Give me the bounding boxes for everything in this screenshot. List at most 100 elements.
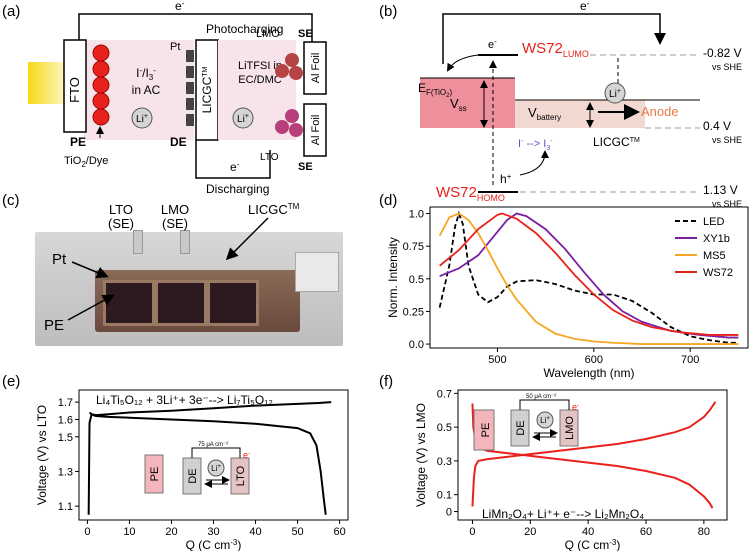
x-axis-title: Wavelength (nm) [544, 366, 635, 380]
lmo-text-f: LMO [564, 416, 576, 440]
y-tick-label: 1.3 [58, 466, 73, 478]
y-tick-label: 0.75 [403, 241, 424, 253]
panel-d-label: (d) [379, 192, 397, 209]
lmo-label-c: LMO [161, 202, 189, 217]
panel-b: (b) e- e- WS72LUMO WS72HOMO EF(TiO2) Vss… [379, 0, 742, 209]
legend-label-ms5: MS5 [703, 250, 726, 262]
salt-label-2: EC/DMC [238, 74, 281, 86]
vbattery-label: Vbattery [528, 105, 561, 122]
lto-tab [133, 230, 143, 254]
device-photo [35, 230, 343, 346]
fermi-label: EF(TiO2) [418, 81, 453, 99]
y-axis-title: Voltage (V) vs LTO [35, 405, 49, 505]
x-tick-label: 600 [585, 354, 603, 366]
anode-label: Anode [641, 104, 679, 119]
de-text-f: DE [515, 420, 527, 435]
series-line-ws72 [439, 212, 739, 336]
x-tick-label: 20 [524, 526, 536, 538]
x-axis-title: Q (C cm-3) [186, 538, 242, 551]
dye-particles [92, 44, 110, 126]
panel-f-annotations: PE DE LMO Li+ 50 μA cm⁻² e- LiMn₂O₄+ Li⁺… [473, 394, 644, 521]
current-e: 75 μA cm⁻² [198, 442, 228, 448]
se-label-2: SE [298, 161, 313, 173]
redox-label: I- --> I3- [518, 138, 553, 152]
series-line-ms5 [438, 212, 739, 345]
electron-e: e- [243, 450, 250, 460]
panel-c-label: (c) [2, 192, 20, 209]
y-tick-label: 1.7 [58, 397, 73, 409]
photo-cell-2 [155, 280, 207, 326]
panel-e-label: (e) [2, 373, 20, 390]
pe-text-f: PE [480, 423, 492, 438]
de-text-e: DE [187, 468, 199, 483]
x-tick-label: 20 [165, 526, 177, 538]
lto-se-label: (SE) [108, 216, 134, 231]
pt-contacts [186, 50, 194, 126]
salt-label-1: LiTFSI in [238, 60, 282, 72]
licgc-label-b: LICGCTM [593, 135, 640, 149]
level-homo: 1.13 V [703, 183, 738, 197]
al-foil-label-1: Al Foil [310, 53, 322, 84]
vss-label: Vss [450, 96, 467, 113]
electron-f: e- [572, 402, 579, 412]
al-foil-2 [303, 103, 327, 157]
li-ion-f: Li+ [540, 416, 550, 425]
series-line-xy1b [439, 212, 739, 339]
y-tick-label: 0.7 [437, 388, 452, 400]
lto-label-c: LTO [109, 202, 133, 217]
lmo-particles [275, 53, 303, 80]
x-tick-label: 40 [582, 526, 594, 538]
x-tick-label: 0 [469, 526, 475, 538]
photocharge-wire [78, 13, 313, 42]
lmo-tab [180, 230, 190, 254]
pe-text-e: PE [149, 467, 161, 482]
electron-mid-b: e- [488, 37, 497, 51]
electrolyte-label-2: in AC [132, 83, 161, 97]
y-axis-title: Voltage (V) vs LMO [414, 403, 428, 507]
x-tick-label: 60 [333, 526, 345, 538]
battery-band [515, 100, 645, 128]
licgc-label-a: LICGCTM [200, 66, 214, 113]
lto-particles [275, 109, 303, 137]
lmo-label-a: LMO [256, 28, 280, 40]
lto-text-e: LTO [235, 465, 247, 486]
li-ion-e: Li+ [211, 464, 221, 473]
plot-frame [457, 389, 728, 521]
y-tick-label: 0.0 [409, 339, 424, 351]
x-tick-label: 10 [123, 526, 135, 538]
pt-label-c: Pt [52, 251, 67, 268]
fto-label: FTO [67, 77, 82, 103]
discharging-label: Discharging [206, 182, 269, 196]
li-ion-b: Li+ [609, 88, 621, 100]
legend-label-ws72: WS72 [703, 267, 733, 279]
x-tick-label: 0 [84, 526, 90, 538]
licgc-label-c: LICGCTM [248, 202, 300, 217]
discharge-wire [195, 140, 271, 179]
light-source [28, 62, 66, 104]
x-tick-label: 30 [207, 526, 219, 538]
level-lumo: -0.82 V [703, 46, 742, 60]
panel-b-label: (b) [379, 3, 397, 20]
x-axis-title: Q (C cm-3) [565, 538, 621, 551]
se-label-1: SE [298, 28, 313, 40]
vss-band [420, 78, 515, 128]
y-tick-label: 1.6 [58, 414, 73, 426]
x-tick-label: 40 [249, 526, 261, 538]
vs-she-3: vs SHE [712, 199, 742, 209]
x-tick-label: 80 [698, 526, 710, 538]
current-f: 50 μA cm⁻² [526, 394, 556, 400]
panel-a: (a) FTO PE TiO2/Dye I-/I3- in AC Li+ Pt … [2, 0, 327, 196]
y-tick-label: 0.3 [437, 456, 452, 468]
pe-label-c: PE [44, 317, 64, 334]
x-tick-label: 700 [681, 354, 699, 366]
series-line-charge [471, 401, 717, 507]
y-axis-title: Norm. Intensity [386, 237, 400, 318]
y-tick-label: 0.1 [437, 490, 452, 502]
licgc-plate [295, 252, 339, 292]
fto-electrode [63, 39, 87, 133]
electron-top-b: e- [580, 0, 590, 13]
